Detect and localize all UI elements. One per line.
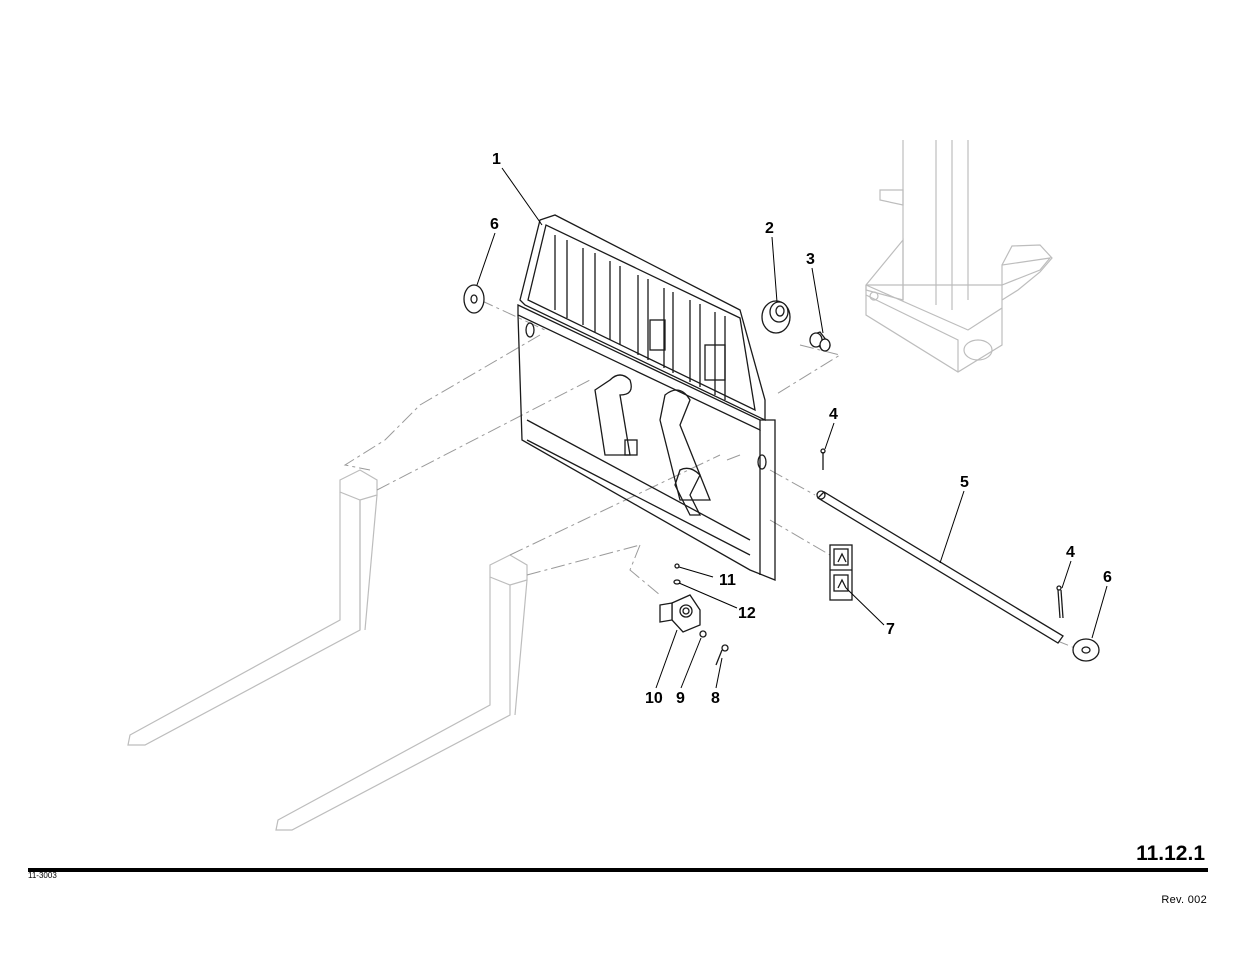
cotter-pin-b: [1057, 586, 1063, 618]
pivot-shaft: [817, 491, 1063, 643]
bushing: [762, 301, 790, 333]
callout-6b: 6: [1103, 569, 1112, 586]
callout-11: 11: [719, 572, 736, 589]
callout-3: 3: [806, 251, 815, 268]
callout-7: 7: [886, 621, 895, 638]
ghost-mast: [866, 140, 1052, 372]
bolt-hex: [716, 645, 728, 665]
callout-4a: 4: [829, 406, 838, 423]
page-number: 11.12.1: [1136, 842, 1205, 866]
lock-washer: [700, 631, 706, 637]
callout-4b: 4: [1066, 544, 1075, 561]
washer-a: [464, 285, 484, 313]
footer-rule: [28, 868, 1208, 872]
decal-labels: [830, 545, 852, 600]
callout-5: 5: [960, 474, 969, 491]
callout-12: 12: [738, 605, 756, 622]
callout-1: 1: [492, 151, 501, 168]
callout-8: 8: [711, 690, 720, 707]
callout-10: 10: [645, 690, 663, 707]
callout-2: 2: [765, 220, 774, 237]
ghost-fork-right: [276, 555, 527, 830]
callout-6a: 6: [490, 216, 499, 233]
mount-bracket: [660, 595, 700, 632]
document-code: 11-3003: [28, 871, 57, 880]
small-screw: [675, 564, 679, 568]
washer-b: [1073, 639, 1099, 661]
ghost-fork-left: [128, 470, 377, 745]
cotter-pin-a: [821, 449, 825, 470]
callout-9: 9: [676, 690, 685, 707]
revision-label: Rev. 002: [1161, 894, 1207, 906]
